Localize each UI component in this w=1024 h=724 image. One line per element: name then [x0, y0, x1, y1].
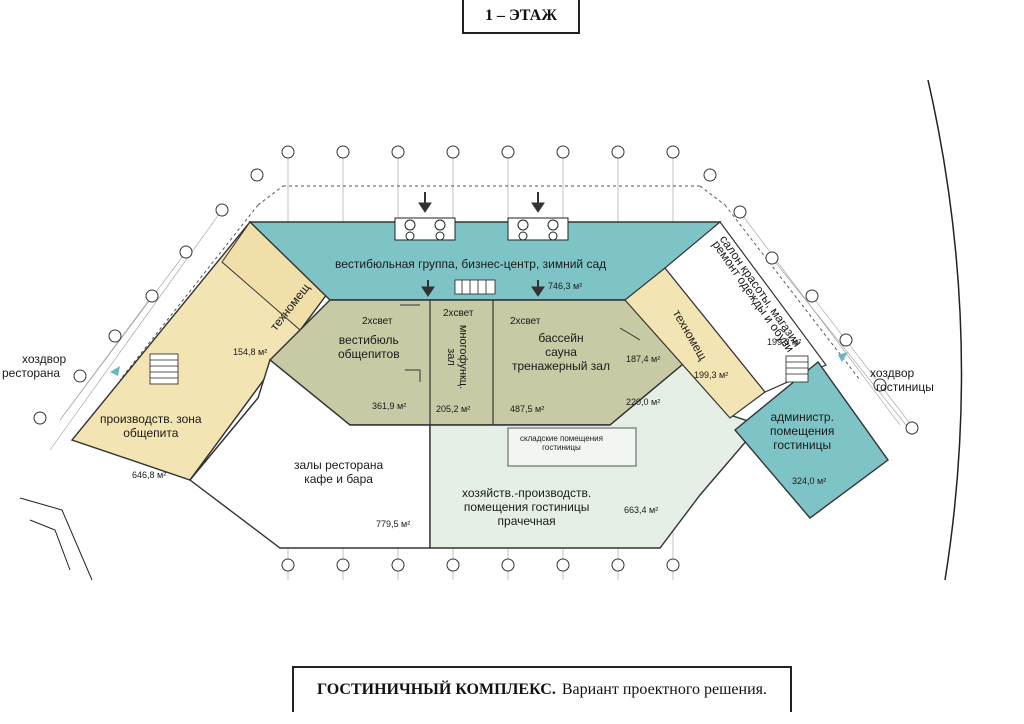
household-line3: прачечная — [497, 514, 556, 528]
admin-line2: помещения — [770, 424, 835, 438]
multifunction-label: многофункц. зал — [445, 325, 469, 389]
household-label: хозяйств.-производств. помещения гостини… — [462, 486, 591, 528]
production-zone-area: 646,8 м² — [132, 470, 167, 480]
restaurant-halls-label: залы ресторана кафе и бара — [294, 458, 383, 486]
beauty-salon-area: 199,3 м² — [767, 337, 802, 347]
storage-box — [507, 427, 637, 467]
household-area-value: 663,4 м² — [624, 505, 659, 515]
production-zone-line2: общепита — [123, 426, 179, 440]
admin-label: администр. помещения гостиницы — [770, 410, 834, 452]
production-zone-line1: производств. зона — [100, 412, 202, 426]
multifunction-light: 2хсвет — [443, 308, 474, 319]
interior-marks — [400, 304, 641, 382]
vestibule-catering-label: вестибюль общепитов — [338, 333, 400, 361]
vestibule-catering-light: 2хсвет — [362, 316, 393, 327]
pool-line1: бассейн — [538, 331, 584, 345]
road-lines-left — [19, 497, 93, 581]
household-line1: хозяйств.-производств. — [462, 486, 592, 500]
multifunction-line1: многофункц. — [457, 324, 470, 390]
floor-title: 1 – ЭТАЖ — [462, 0, 580, 34]
pool-aux-area: 187,4 м² — [626, 354, 661, 364]
production-zone-label: производств. зона общепита — [100, 412, 202, 440]
hotel-storage-line2: гостиницы — [542, 443, 581, 452]
driveway-left-line1: хоздвор — [22, 352, 67, 366]
pool-line2: сауна — [545, 345, 577, 359]
admin-line3: гостиницы — [773, 438, 832, 452]
restaurant-halls-line1: залы ресторана — [294, 458, 384, 472]
stairs-center — [454, 279, 496, 295]
driveway-left-line2: ресторана — [2, 366, 61, 380]
multifunction-line2: зал — [445, 348, 458, 366]
caption: ГОСТИНИЧНЫЙ КОМПЛЕКС. Вариант проектного… — [292, 666, 792, 712]
axis-markers — [33, 145, 919, 572]
right-salon — [664, 221, 827, 393]
vestibule-catering-line2: общепитов — [338, 347, 400, 361]
vestibule-group-area: 746,3 м² — [548, 281, 583, 291]
admin-area: 324,0 м² — [792, 476, 827, 486]
vestibule-group-label: вестибюльная группа, бизнес-центр, зимни… — [335, 257, 607, 271]
stairs-left — [149, 353, 179, 385]
driveway-right-line1: хоздвор — [870, 366, 915, 380]
vestibule-catering-area: 361,9 м² — [372, 401, 407, 411]
hotel-storage-label: складские помещения гостиницы — [520, 434, 603, 452]
hotel-storage-line1: складские помещения — [520, 434, 603, 443]
left-tech-area: 154,8 м² — [233, 347, 268, 357]
pool-light: 2хсвет — [510, 316, 541, 327]
driveway-marker-right — [838, 352, 848, 362]
pool-area: 487,5 м² — [510, 404, 545, 414]
pool-line3: тренажерный зал — [512, 359, 610, 373]
multifunction-area: 205,2 м² — [436, 404, 471, 414]
mid-area: 220,0 м² — [626, 397, 661, 407]
restaurant-area — [188, 358, 431, 549]
entrance-arrows — [418, 192, 545, 297]
driveway-left-label: хоздвор ресторана — [0, 352, 66, 380]
pool-label: бассейн сауна тренажерный зал — [512, 331, 610, 373]
caption-bold: ГОСТИНИЧНЫЙ КОМПЛЕКС. — [316, 681, 556, 698]
vestibule-catering-line1: вестибюль — [338, 333, 399, 347]
restaurant-halls-area: 779,5 м² — [376, 519, 411, 529]
entrance-doors — [394, 217, 569, 241]
restaurant-halls-line2: кафе и бара — [304, 472, 373, 486]
road-curve — [927, 79, 963, 581]
right-tech-area: 199,3 м² — [694, 370, 729, 380]
driveway-marker-left — [110, 366, 120, 376]
admin-line1: администр. — [770, 410, 834, 424]
driveway-right-label: хоздвор гостиницы — [866, 366, 934, 394]
caption-normal: Вариант проектного решения. — [561, 681, 767, 698]
right-admin — [734, 360, 889, 519]
household-line2: помещения гостиницы — [463, 500, 590, 514]
stairs-right — [785, 355, 809, 383]
driveway-right-line2: гостиницы — [876, 380, 934, 394]
